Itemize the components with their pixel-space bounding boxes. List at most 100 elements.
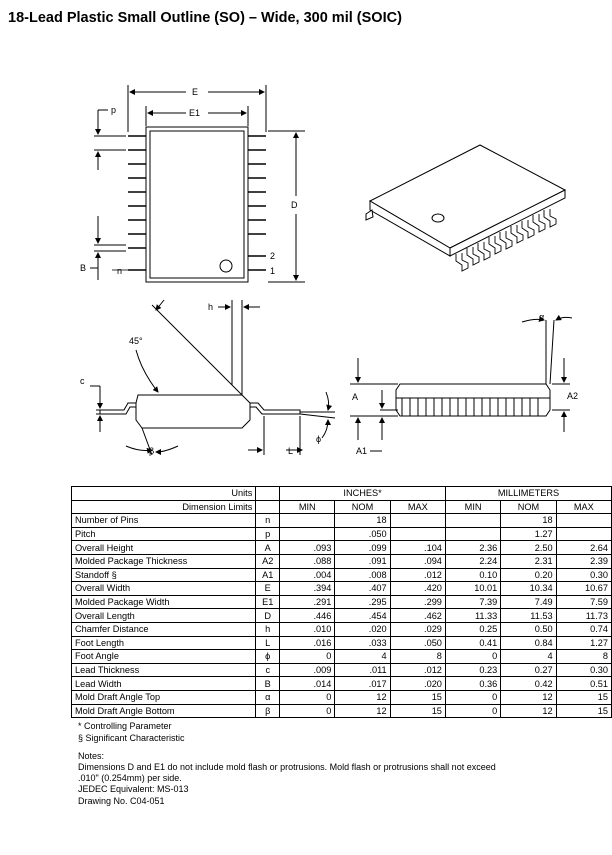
cell-mm-nom: 2.31 xyxy=(500,553,557,569)
cell-label: Lead Thickness xyxy=(70,662,257,678)
cell-in-nom: 4 xyxy=(334,649,391,664)
note-line-1: Dimensions D and E1 do not include mold … xyxy=(78,762,496,772)
cell-in-max: 15 xyxy=(389,689,446,705)
dim-label-e1: E1 xyxy=(189,108,200,118)
cell-in-max: .029 xyxy=(389,621,446,637)
cell-mm-max: 0.51 xyxy=(555,676,612,691)
cell-in-max: .462 xyxy=(389,608,446,623)
cell-in-max xyxy=(389,526,446,542)
cell-in-min: .014 xyxy=(279,676,336,691)
package-3d-view xyxy=(365,144,567,272)
cell-mm-min: 2.36 xyxy=(444,540,502,555)
inches-header: INCHES* xyxy=(279,486,446,501)
cell-sym: A xyxy=(255,540,281,555)
cell-mm-nom: 12 xyxy=(500,689,557,705)
cell-in-max: .050 xyxy=(389,635,446,651)
cell-label: Foot Length xyxy=(70,635,257,651)
cell-in-max: .299 xyxy=(389,594,446,610)
cell-label: Standoff § xyxy=(70,567,257,583)
cell-in-min: .394 xyxy=(279,581,336,596)
cell-sym: E1 xyxy=(255,594,281,610)
cell-sym: α xyxy=(255,689,281,705)
cell-mm-nom: 12 xyxy=(500,703,557,719)
cell-mm-nom: 10.34 xyxy=(500,581,557,596)
dim-label-c: c xyxy=(80,376,85,386)
left-leads xyxy=(128,135,146,271)
cell-mm-nom: 4 xyxy=(500,649,557,664)
cell-mm-nom: 0.20 xyxy=(500,567,557,583)
cell-sym: A1 xyxy=(255,567,281,583)
cell-in-nom: .295 xyxy=(334,594,391,610)
cell-in-nom: 12 xyxy=(334,703,391,719)
cell-sym: ϕ xyxy=(255,649,281,664)
cell-mm-nom: 7.49 xyxy=(500,594,557,610)
cell-mm-min: 0.10 xyxy=(444,567,502,583)
dim-label-b: B xyxy=(80,263,86,273)
cell-label: Lead Width xyxy=(70,676,257,691)
sub-header: NOM xyxy=(500,499,557,515)
cell-mm-max: 0.30 xyxy=(555,662,612,678)
jedec-equivalent: JEDEC Equivalent: MS-013 xyxy=(78,784,189,794)
notes-title: Notes: xyxy=(78,751,105,761)
cell-mm-max: 2.39 xyxy=(555,553,612,569)
cell-label: Chamfer Distance xyxy=(70,621,257,637)
cell-mm-max: 8 xyxy=(555,649,612,664)
cell-mm-min: 0 xyxy=(444,703,502,719)
dim-label-p: p xyxy=(111,105,116,115)
cell-in-nom: .011 xyxy=(334,662,391,678)
cell-in-nom: .091 xyxy=(334,553,391,569)
dim-label-phi: ϕ xyxy=(316,434,321,444)
dim-label-a2: A2 xyxy=(567,391,578,401)
cell-in-nom: .033 xyxy=(334,635,391,651)
sub-header: MAX xyxy=(389,499,446,515)
cell-label: Molded Package Width xyxy=(70,594,257,610)
cell-in-nom: 18 xyxy=(334,513,391,528)
page-title: 18-Lead Plastic Small Outline (SO) – Wid… xyxy=(8,10,402,26)
cell-sym: D xyxy=(255,608,281,623)
cell-in-max xyxy=(389,513,446,528)
cell-mm-min: 0.23 xyxy=(444,662,502,678)
cell-in-max: .420 xyxy=(389,581,446,596)
limits-label: Dimension Limits xyxy=(70,499,257,515)
top-view xyxy=(90,85,305,283)
dim-label-l: L xyxy=(288,446,293,456)
cell-in-max: .012 xyxy=(389,567,446,583)
drawing-number: Drawing No. C04-051 xyxy=(78,796,165,806)
cell-in-max: .104 xyxy=(389,540,446,555)
cell-mm-nom: 0.84 xyxy=(500,635,557,651)
end-view-leads xyxy=(401,397,539,417)
sub-header: MIN xyxy=(444,499,502,515)
cell-mm-nom: 18 xyxy=(500,513,557,528)
cell-mm-min: 0.36 xyxy=(444,676,502,691)
cell-in-min: .016 xyxy=(279,635,336,651)
dim-label-a1: A1 xyxy=(356,446,367,456)
cell-in-min: 0 xyxy=(279,703,336,719)
cell-mm-nom: 1.27 xyxy=(500,526,557,542)
dim-label-a: A xyxy=(352,392,358,402)
cell-in-min: .004 xyxy=(279,567,336,583)
cell-label: Number of Pins xyxy=(70,513,257,528)
cell-mm-max xyxy=(555,526,612,542)
table-header-limits: Dimension Limits MIN NOM MAX MIN NOM MAX xyxy=(70,499,612,515)
footnote-significant: § Significant Characteristic xyxy=(78,733,185,743)
cell-in-max: .020 xyxy=(389,676,446,691)
cell-mm-max: 10.67 xyxy=(555,581,612,596)
cell-mm-min: 0.25 xyxy=(444,621,502,637)
cell-in-min: 0 xyxy=(279,649,336,664)
cell-mm-nom: 11.53 xyxy=(500,608,557,623)
cell-in-max: 8 xyxy=(389,649,446,664)
dim-label-45deg: 45° xyxy=(129,336,143,346)
cell-in-min: .093 xyxy=(279,540,336,555)
pin-label-n: n xyxy=(117,266,122,276)
cell-mm-min: 0.41 xyxy=(444,635,502,651)
cell-mm-max: 0.74 xyxy=(555,621,612,637)
